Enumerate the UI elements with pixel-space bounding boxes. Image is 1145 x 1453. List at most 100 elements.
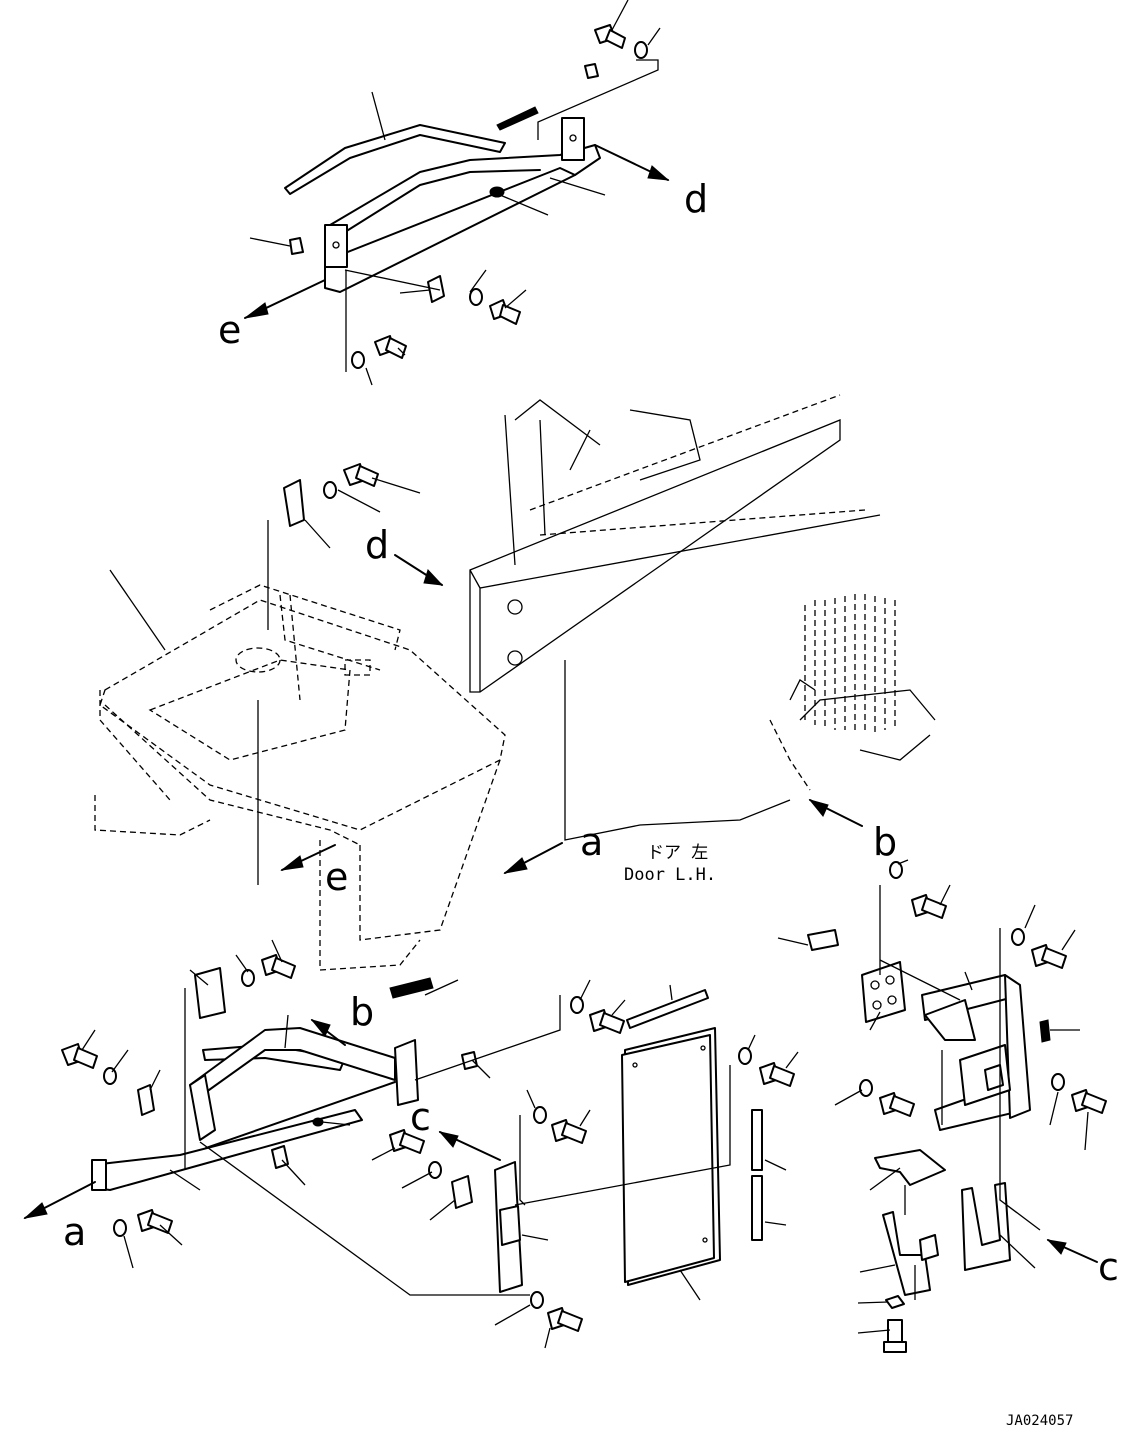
bolt-hinge-upper	[389, 1129, 425, 1154]
callout-b-top: b	[873, 820, 897, 864]
plate-hole	[569, 134, 577, 142]
rubber-block	[1039, 1019, 1051, 1043]
lower-arm-left-plate	[189, 1074, 216, 1141]
hinge-leaders	[371, 1089, 591, 1349]
door-label-jp: ドア 左	[647, 843, 708, 863]
cab-floor-frame	[94, 463, 506, 971]
bolt-right-left	[879, 1092, 915, 1117]
panel-hole	[700, 1045, 706, 1051]
mount-hole	[887, 995, 897, 1005]
arrow-d-mid-head	[423, 569, 444, 586]
u-clip	[874, 1149, 946, 1186]
callout-e-mid: e	[325, 855, 348, 899]
floor-frame-side	[104, 704, 501, 941]
clip-lower-left	[137, 1084, 155, 1116]
angle-bracket-gusset	[924, 999, 976, 1041]
washer-low	[351, 351, 365, 369]
small-plate	[807, 929, 839, 951]
support-bracket-right	[961, 1182, 1011, 1271]
lower-arm-edge	[205, 1081, 396, 1149]
bolt-panel	[759, 1062, 795, 1087]
arrow-a-bottom-head	[23, 1202, 48, 1219]
lower-arm-right-plate	[394, 1039, 419, 1106]
callout-b-bottom: b	[350, 990, 374, 1034]
grille-hinge	[769, 719, 811, 791]
washer-bottom-right	[885, 1295, 905, 1309]
floor-frame-outline	[99, 599, 506, 831]
callout-a-top: a	[580, 820, 603, 864]
bolt-hinge-top	[551, 1119, 587, 1144]
part-leader-lines	[249, 0, 661, 386]
bolt-top-3	[374, 335, 407, 359]
washer-lower-left	[103, 1067, 117, 1085]
nut-lower-right	[461, 1051, 478, 1070]
lower-left-assembly-lines	[184, 988, 561, 1296]
boom-hidden	[529, 394, 866, 536]
callout-d-top: d	[684, 177, 708, 221]
boom-arm	[469, 394, 936, 841]
arrow-b-bottom-head	[310, 1019, 331, 1037]
callout-c-left: c	[410, 1095, 431, 1139]
panel-assembly-line	[514, 1065, 731, 1206]
boom-edges	[469, 514, 881, 692]
frame-leader	[109, 569, 166, 651]
arrow-d-top-head	[647, 165, 670, 181]
arrow-e-top-head	[244, 302, 269, 319]
panel-leaders	[669, 984, 799, 1301]
bolt-lower-bottom	[137, 1209, 173, 1234]
frame-leaders	[304, 477, 421, 549]
bolt-right-mid	[1071, 1089, 1107, 1114]
washer-frame	[323, 481, 337, 499]
floor-frame-hole	[235, 647, 281, 673]
bolt-right-top	[911, 894, 947, 919]
bolt-lower-left	[61, 1043, 98, 1069]
door-outline	[564, 660, 791, 841]
lower-upper-bracket	[194, 967, 226, 1019]
washer-lower-right	[570, 996, 584, 1014]
panel-hole	[702, 1237, 708, 1243]
lower-right-leaders	[834, 859, 1089, 1334]
support-bracket-tab	[919, 1234, 939, 1261]
upper-arm-right-plate	[561, 117, 585, 161]
vertical-seal-strips	[751, 1109, 763, 1241]
bolt-bottom-right	[883, 1319, 907, 1353]
callout-a-bottom: a	[63, 1210, 86, 1254]
washer-hinge-bottom	[530, 1291, 544, 1309]
washer-lower-top	[241, 969, 255, 987]
washer-mid	[469, 288, 483, 306]
callout-e-top: e	[218, 308, 241, 352]
grease-nipple-lower	[312, 1117, 324, 1127]
washer-panel	[738, 1047, 752, 1065]
bolt-frame	[343, 463, 379, 487]
lower-right-bracket-assembly	[777, 859, 1107, 1353]
lower-right-assembly-lines	[879, 885, 1041, 1300]
washer-hinge	[428, 1161, 442, 1179]
floor-frame-lower	[319, 840, 421, 971]
lower-left-handrail-assembly	[23, 939, 626, 1296]
boom-mount	[504, 399, 601, 566]
washer-right-upper	[1011, 928, 1025, 946]
nut-left	[289, 237, 304, 255]
panel-hole	[632, 1062, 638, 1068]
arrow-c-right-head	[1046, 1239, 1067, 1255]
floor-frame-upper	[209, 584, 401, 701]
leader-plate	[777, 937, 809, 946]
arrow-a-top-head	[503, 857, 528, 874]
lower-arm-curve	[189, 1027, 396, 1101]
hinge-knuckle	[499, 1205, 521, 1246]
nut-top	[584, 63, 599, 79]
boom-hole	[507, 599, 523, 615]
floor-frame-inner	[148, 659, 351, 761]
grease-nipple	[489, 186, 505, 198]
plate-hole	[332, 241, 340, 249]
hinge-assembly-line	[519, 1115, 526, 1206]
washer-hinge-top	[533, 1106, 547, 1124]
document-id: JA024057	[1006, 1413, 1073, 1429]
arrow-c-left-head	[438, 1131, 459, 1148]
bolt-hinge-bottom	[547, 1307, 583, 1332]
frame-assembly-lines	[257, 520, 269, 885]
boom-hole	[507, 650, 523, 666]
rubber-seal-strip	[626, 989, 709, 1029]
